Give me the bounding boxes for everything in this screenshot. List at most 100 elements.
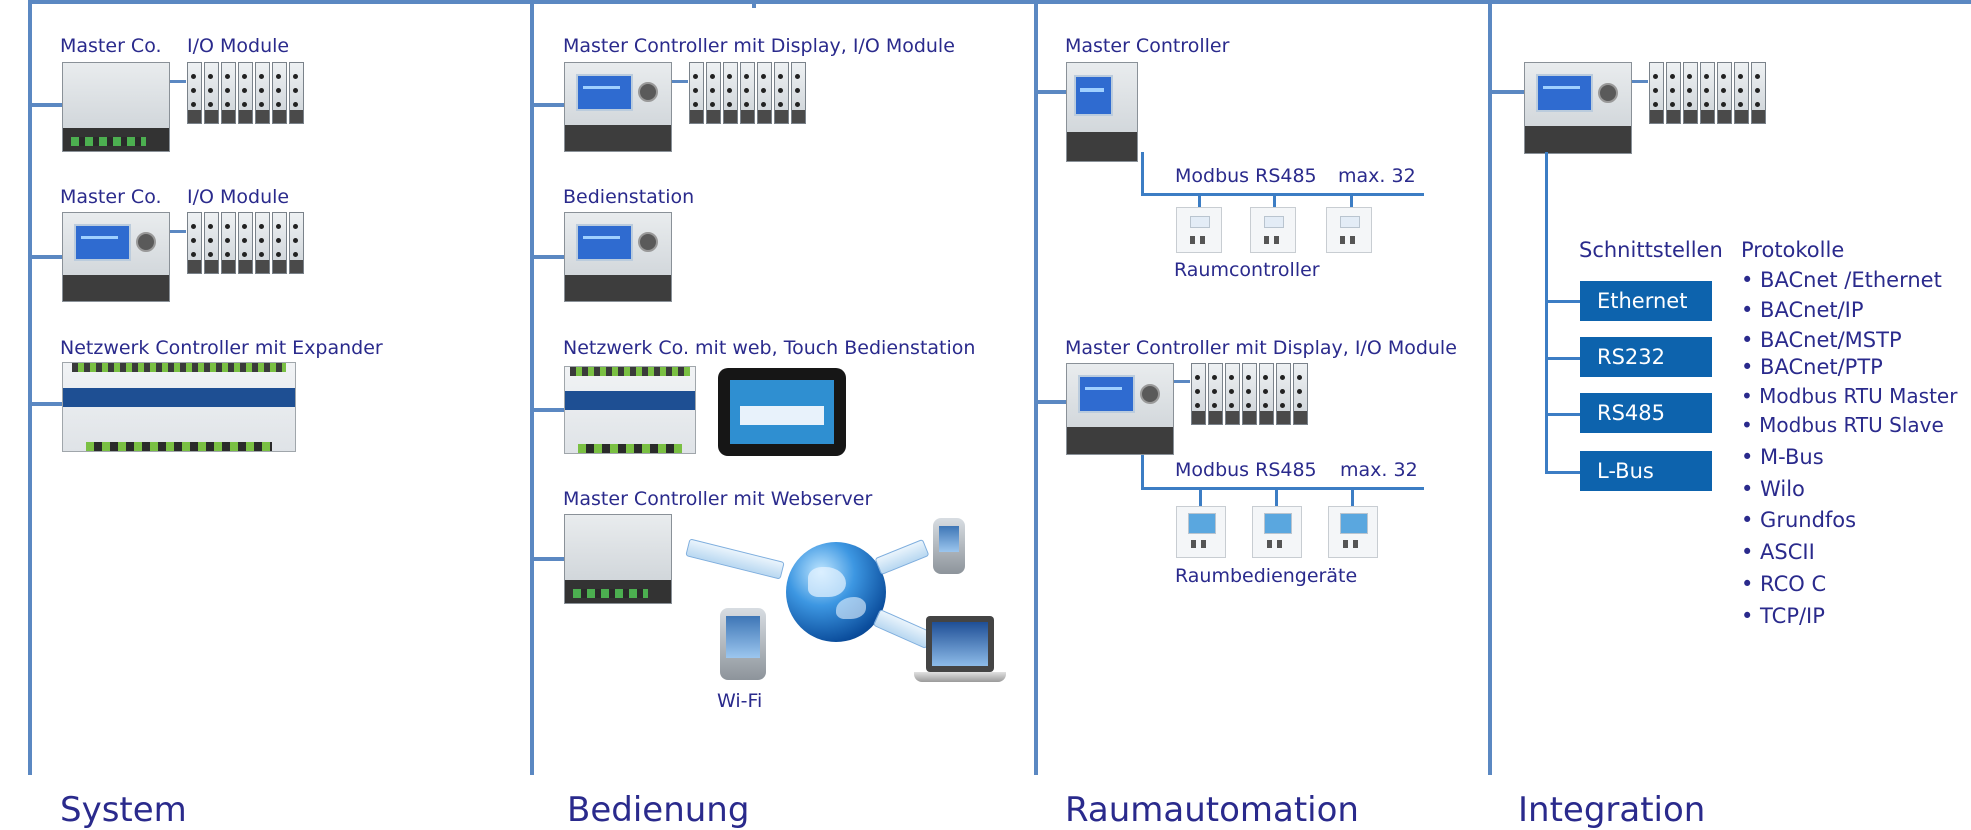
room-operating-unit	[1252, 506, 1302, 558]
network-controller-device	[564, 366, 696, 454]
tablet-icon	[720, 608, 766, 680]
room-operating-unit	[1176, 506, 1226, 558]
master-controller-display-device	[62, 212, 170, 302]
raum-block1-max-label: max. 32	[1338, 165, 1416, 187]
protocol-item: • M-Bus	[1741, 445, 1824, 469]
bedienung-row4-branch	[530, 557, 564, 561]
room-drop-4	[1199, 487, 1202, 507]
integration-drop	[1545, 152, 1548, 474]
room-drop-1	[1198, 193, 1201, 207]
raum-block1-drop	[1141, 152, 1144, 196]
interface-stub-4	[1545, 471, 1580, 474]
backbone-integration	[1488, 0, 1492, 775]
room-controller-unit	[1326, 207, 1372, 253]
bedienung-row1-branch	[530, 103, 564, 107]
system-row3-branch	[28, 402, 62, 406]
device-to-io-link	[1174, 380, 1190, 383]
system-footer: System	[60, 790, 187, 830]
system-row2-label-right: I/O Module	[187, 186, 290, 208]
raum-block2-bus-label: Modbus RS485	[1175, 459, 1317, 481]
device-to-io-link	[672, 80, 688, 83]
interfaces-heading: Schnittstellen	[1579, 238, 1723, 262]
laptop-base	[914, 672, 1006, 682]
protocol-item: • RCO C	[1741, 572, 1827, 596]
device-to-io-link	[170, 230, 186, 233]
master-controller-display-device	[1524, 62, 1632, 154]
protocol-item: • BACnet /Ethernet	[1741, 268, 1942, 292]
system-row1-branch	[28, 103, 62, 107]
system-row3-label: Netzwerk Controller mit Expander	[60, 337, 383, 359]
room-drop-2	[1273, 193, 1276, 207]
interface-box-ethernet: Ethernet	[1580, 281, 1712, 321]
io-module-stack	[187, 212, 304, 274]
protocol-item: • Modbus RTU Master	[1741, 384, 1958, 408]
protocol-item: • Wilo	[1741, 477, 1805, 501]
protocol-item: • Grundfos	[1741, 508, 1857, 532]
two-way-arrow-icon	[685, 538, 785, 580]
protocol-item: • BACnet/MSTP	[1741, 328, 1902, 352]
raum-block1-bus	[1141, 193, 1424, 196]
raum-block2-drop	[1141, 455, 1144, 489]
protocol-item: • BACnet/PTP	[1741, 355, 1883, 379]
system-row1-label-left: Master Co.	[60, 35, 162, 57]
system-row2-branch	[28, 255, 62, 259]
top-bus-line	[28, 0, 1971, 4]
protocols-heading: Protokolle	[1741, 238, 1845, 262]
integration-branch	[1488, 90, 1524, 94]
smartphone-icon	[933, 518, 965, 574]
interface-box-lbus: L-Bus	[1580, 451, 1712, 491]
interface-stub-2	[1545, 357, 1580, 360]
interface-stub-3	[1545, 413, 1580, 416]
top-connector-right	[752, 0, 756, 8]
arrow-to-laptop-icon	[872, 608, 934, 650]
room-operating-unit	[1328, 506, 1378, 558]
bedienung-row1-label: Master Controller mit Display, I/O Modul…	[563, 35, 955, 57]
bedienung-footer: Bedienung	[567, 790, 750, 830]
backbone-system	[28, 0, 32, 775]
master-controller-device	[62, 62, 170, 152]
io-module-stack	[689, 62, 806, 124]
master-controller-display-device	[1066, 62, 1138, 162]
backbone-bedienung	[530, 0, 534, 775]
raum-block2-bus	[1141, 487, 1424, 490]
system-row2-label-left: Master Co.	[60, 186, 162, 208]
bedienung-row2-label: Bedienstation	[563, 186, 695, 208]
io-module-stack	[1191, 363, 1308, 425]
integration-footer: Integration	[1518, 790, 1706, 830]
bedienung-row3-label: Netzwerk Co. mit web, Touch Bedienstatio…	[563, 337, 976, 359]
raum-block2-max-label: max. 32	[1340, 459, 1418, 481]
master-controller-display-device	[564, 62, 672, 152]
touch-panel-device	[718, 368, 846, 456]
raumautomation-footer: Raumautomation	[1065, 790, 1359, 830]
master-controller-display-device	[1066, 363, 1174, 455]
protocol-item: • BACnet/IP	[1741, 298, 1864, 322]
webserver-controller-device	[564, 514, 672, 604]
room-controller-unit	[1250, 207, 1296, 253]
interface-stub-1	[1545, 300, 1580, 303]
protocol-item: • TCP/IP	[1741, 604, 1825, 628]
backbone-raumautomation	[1034, 0, 1038, 775]
raum-block1-bus-label: Modbus RS485	[1175, 165, 1317, 187]
bedienung-row3-branch	[530, 408, 564, 412]
room-drop-3	[1350, 193, 1353, 207]
device-to-io-link	[170, 80, 186, 83]
bedienung-row2-branch	[530, 255, 564, 259]
raum-block2-title: Master Controller mit Display, I/O Modul…	[1065, 337, 1457, 359]
io-module-stack	[1649, 62, 1766, 124]
room-drop-6	[1351, 487, 1354, 507]
raum-block1-title: Master Controller	[1065, 35, 1230, 57]
bedienung-row4-label: Master Controller mit Webserver	[563, 488, 873, 510]
raum-block2-branch	[1034, 400, 1068, 404]
io-module-stack	[187, 62, 304, 124]
interface-box-rs232: RS232	[1580, 337, 1712, 377]
protocol-item: • ASCII	[1741, 540, 1815, 564]
device-to-io-link	[1632, 80, 1648, 83]
raum-block1-branch	[1034, 90, 1068, 94]
protocol-item: • Modbus RTU Slave	[1741, 413, 1944, 437]
laptop-icon	[926, 616, 994, 672]
room-controller-unit	[1176, 207, 1222, 253]
room-drop-5	[1275, 487, 1278, 507]
raum-block2-caption: Raumbediengeräte	[1175, 565, 1358, 587]
globe-icon	[786, 542, 886, 642]
arrow-to-phone-icon	[874, 538, 930, 576]
